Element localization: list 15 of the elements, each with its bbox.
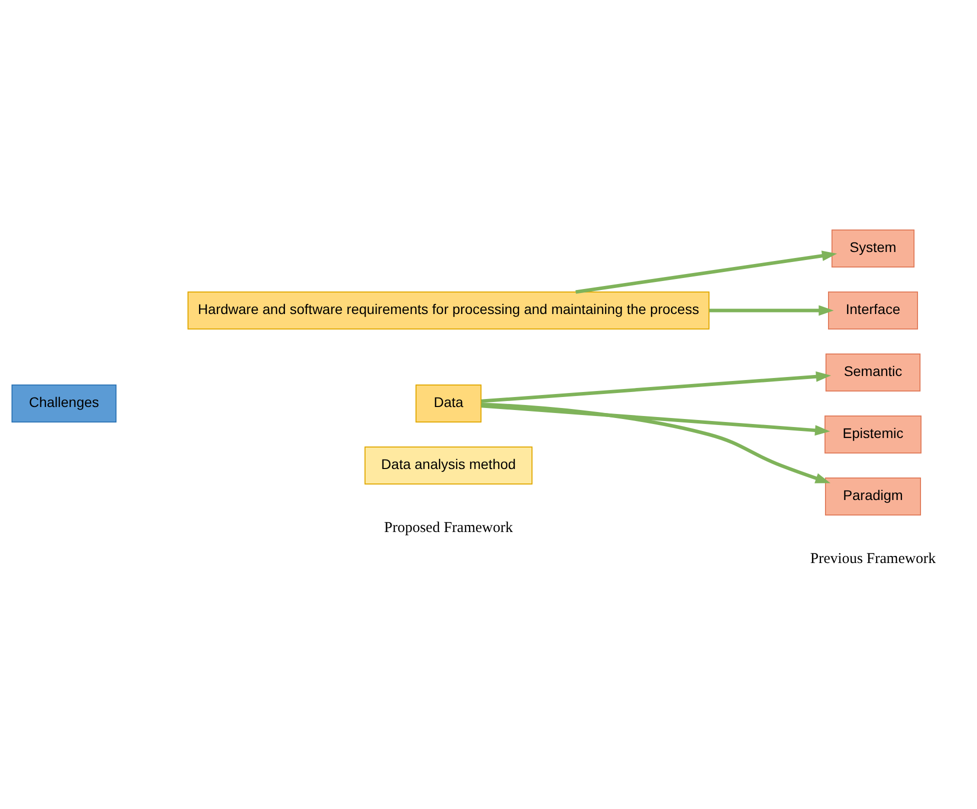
arrow [709,305,834,316]
arrow [481,402,830,484]
arrow [481,404,830,436]
node-box: Challenges [12,384,116,422]
label: Previous Framework [810,551,936,567]
arrow [481,371,832,403]
node-box: System [832,230,914,268]
label: Proposed Framework [384,520,513,536]
node-box: Interface [828,292,918,330]
node-box: Hardware and software requirements for processing and maintaining the process [188,292,710,330]
node-box: Epistemic [824,416,922,454]
node-box: Paradigm [825,478,921,516]
node-box: Data analysis method [364,446,532,484]
node-box: Semantic [826,354,920,392]
node-box: Data [416,384,482,422]
